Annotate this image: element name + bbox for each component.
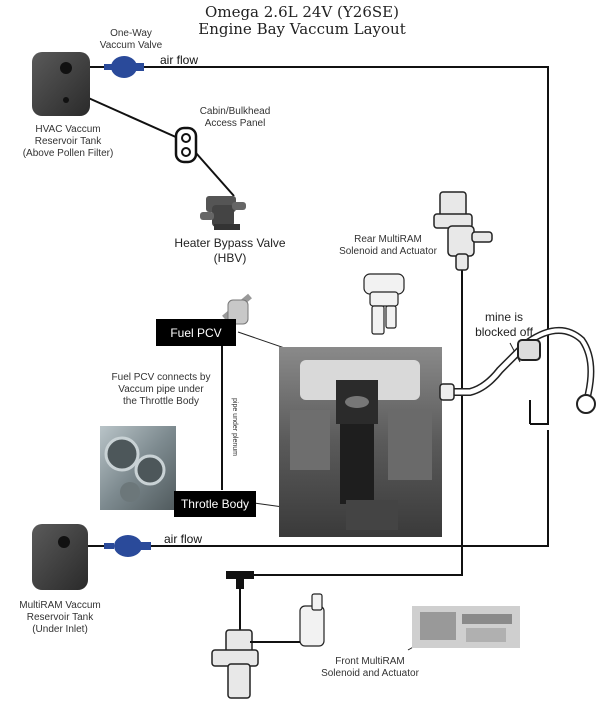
throttle-body-box: Throtle Body	[174, 491, 256, 517]
front-multiram-label: Front MultiRAM Solenoid and Actuator	[318, 656, 422, 680]
hvac-tank-label: HVAC Vaccum Reservoir Tank (Above Pollen…	[16, 124, 120, 160]
blocked-off-label: mine is blocked off	[472, 310, 536, 340]
front-tee-connector	[226, 571, 254, 589]
rear-multiram-label-line2: Solenoid and Actuator	[339, 246, 437, 257]
title-line1: Omega 2.6L 24V (Y26SE)	[205, 3, 399, 21]
one-way-valve-top	[104, 56, 144, 78]
multiram-reservoir-tank	[32, 524, 88, 590]
blocked-off-label-line2: blocked off	[475, 325, 533, 339]
fuel-pcv-fitting	[222, 293, 252, 325]
hvac-tank-label-line3: (Above Pollen Filter)	[22, 148, 114, 159]
rear-actuator	[363, 273, 405, 335]
multiram-tank-label-line1: MultiRAM Vaccum	[19, 600, 101, 611]
heater-bypass-valve	[200, 196, 246, 230]
rear-multiram-label-line1: Rear MultiRAM	[354, 234, 422, 245]
top-air-flow-pipe	[140, 66, 549, 425]
rear-multiram-label: Rear MultiRAM Solenoid and Actuator	[336, 234, 440, 258]
multiram-tank-label-line2: Reservoir Tank	[26, 612, 94, 623]
cabin-panel-label-line1: Cabin/Bulkhead	[199, 106, 271, 117]
fuel-pcv-note-line1: Fuel PCV connects by	[111, 372, 211, 383]
bottom-air-flow-pipe	[150, 430, 549, 547]
cabin-panel-label-line2: Access Panel	[204, 118, 266, 129]
rear-multiram-solenoid	[433, 191, 493, 271]
front-actuator	[250, 593, 325, 647]
fuel-pcv-box: Fuel PCV	[156, 319, 236, 346]
air-flow-top-label: air flow	[160, 53, 199, 67]
hbv-label-line1: Heater Bypass Valve	[174, 236, 286, 250]
blocked-off-label-line1: mine is	[484, 310, 523, 324]
panel-to-hbv-pipe	[195, 152, 235, 197]
one-way-valve-label-line1: One-Way	[110, 28, 152, 39]
pipe-under-plenum-label: pipe under plenum	[231, 398, 238, 456]
hbv-label: Heater Bypass Valve (HBV)	[168, 236, 292, 266]
one-way-valve-bottom	[104, 535, 151, 557]
hvac-to-panel-pipe	[74, 91, 179, 139]
hvac-reservoir-tank	[32, 52, 90, 116]
throttle-body-photo	[100, 426, 176, 510]
engine-photo	[279, 347, 442, 537]
multiram-tank-label: MultiRAM Vaccum Reservoir Tank (Under In…	[10, 600, 110, 636]
front-multiram-solenoid	[211, 629, 259, 699]
fuel-pcv-note: Fuel PCV connects by Vaccum pipe under t…	[102, 372, 220, 408]
hbv-label-line2: (HBV)	[213, 251, 247, 265]
fuel-pcv-note-line2: Vaccum pipe under	[118, 384, 204, 395]
cabin-panel-label: Cabin/Bulkhead Access Panel	[190, 106, 280, 130]
one-way-valve-label-line2: Vaccum Valve	[99, 40, 163, 51]
front-multiram-label-line1: Front MultiRAM	[335, 656, 405, 667]
air-flow-bottom-label: air flow	[164, 532, 203, 546]
cabin-access-panel	[174, 126, 198, 164]
hvac-tank-label-line2: Reservoir Tank	[34, 136, 102, 147]
vacuum-pipes	[74, 66, 549, 630]
one-way-valve-label: One-Way Vaccum Valve	[96, 28, 166, 52]
hvac-tank-label-line1: HVAC Vaccum	[35, 124, 101, 135]
multiram-tank-label-line3: (Under Inlet)	[32, 624, 88, 635]
fuel-pcv-note-line3: the Throttle Body	[123, 396, 199, 407]
front-multiram-label-line2: Solenoid and Actuator	[321, 668, 419, 679]
blocked-hose-assembly	[439, 327, 596, 414]
title-line2: Engine Bay Vaccum Layout	[198, 20, 406, 38]
rear-solenoid-pipe	[240, 270, 463, 576]
front-engine-photo	[412, 606, 520, 648]
